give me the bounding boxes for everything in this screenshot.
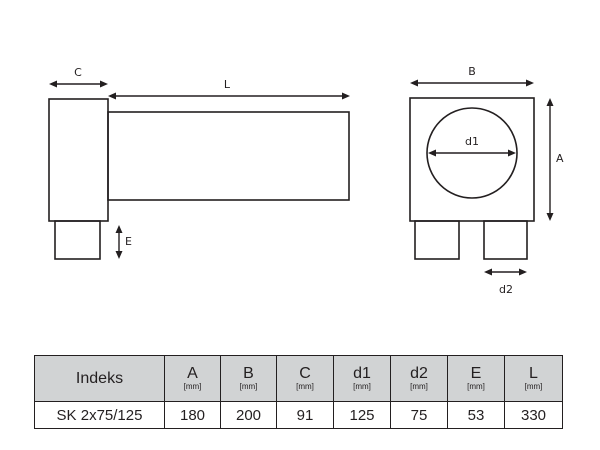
side-duct xyxy=(107,111,350,201)
dimension-label-L: L xyxy=(224,78,231,91)
cell-A: 180 xyxy=(164,401,221,429)
dimension-label-A: A xyxy=(556,152,564,165)
header-name: C xyxy=(299,365,311,382)
spec-table-header-row: Indeks A [mm] B [mm] C [mm] d1 [mm] xyxy=(34,355,563,402)
dimension-E: E xyxy=(115,225,132,259)
front-outlet-right xyxy=(483,220,528,260)
cell-d2: 75 xyxy=(390,401,448,429)
dimension-A: A xyxy=(546,98,564,221)
front-outlet-left xyxy=(414,220,460,260)
header-cell-d2: d2 [mm] xyxy=(390,355,448,402)
header-unit: [mm] xyxy=(467,382,485,391)
header-unit: [mm] xyxy=(524,382,543,391)
front-view: B A d1 d2 xyxy=(409,65,564,296)
spec-table: Indeks A [mm] B [mm] C [mm] d1 [mm] xyxy=(34,355,563,429)
header-name: E xyxy=(470,365,482,382)
header-name: d1 xyxy=(353,365,371,382)
header-name: Indeks xyxy=(75,369,124,387)
header-cell-C: C [mm] xyxy=(276,355,334,402)
cell-B: 200 xyxy=(220,401,277,429)
side-view: C L E xyxy=(48,66,350,260)
header-unit: [mm] xyxy=(353,382,371,391)
front-body xyxy=(409,97,535,222)
dimension-label-C: C xyxy=(74,66,82,79)
header-cell-E: E [mm] xyxy=(447,355,505,402)
header-name: d2 xyxy=(410,365,428,382)
cell-indeks: SK 2x75/125 xyxy=(34,401,165,429)
header-cell-indeks: Indeks xyxy=(34,355,165,402)
cell-L: 330 xyxy=(504,401,563,429)
side-outlet xyxy=(54,220,101,260)
dimension-label-d2: d2 xyxy=(499,283,513,296)
header-cell-A: A [mm] xyxy=(164,355,221,402)
header-unit: [mm] xyxy=(239,382,258,391)
dimension-label-d1: d1 xyxy=(465,135,479,148)
dimension-label-B: B xyxy=(468,65,476,78)
header-name: L xyxy=(529,365,538,382)
cell-d1: 125 xyxy=(333,401,391,429)
dimension-C: C xyxy=(49,66,108,88)
dimension-d1: d1 xyxy=(428,135,516,157)
dimension-d2: d2 xyxy=(484,268,527,296)
cell-E: 53 xyxy=(447,401,505,429)
dimension-L: L xyxy=(108,78,350,100)
dimension-label-E: E xyxy=(125,235,132,248)
header-name: B xyxy=(243,365,254,382)
cell-C: 91 xyxy=(276,401,334,429)
dimension-B: B xyxy=(410,65,534,87)
header-unit: [mm] xyxy=(296,382,314,391)
header-cell-d1: d1 [mm] xyxy=(333,355,391,402)
side-body-block xyxy=(48,98,109,222)
header-unit: [mm] xyxy=(410,382,428,391)
front-inlet-circle xyxy=(426,107,518,199)
header-cell-L: L [mm] xyxy=(504,355,563,402)
header-cell-B: B [mm] xyxy=(220,355,277,402)
header-name: A xyxy=(187,365,198,382)
header-unit: [mm] xyxy=(183,382,202,391)
dimension-drawing: C L E xyxy=(48,65,564,296)
table-row: SK 2x75/125 180 200 91 125 75 53 330 xyxy=(34,401,563,429)
